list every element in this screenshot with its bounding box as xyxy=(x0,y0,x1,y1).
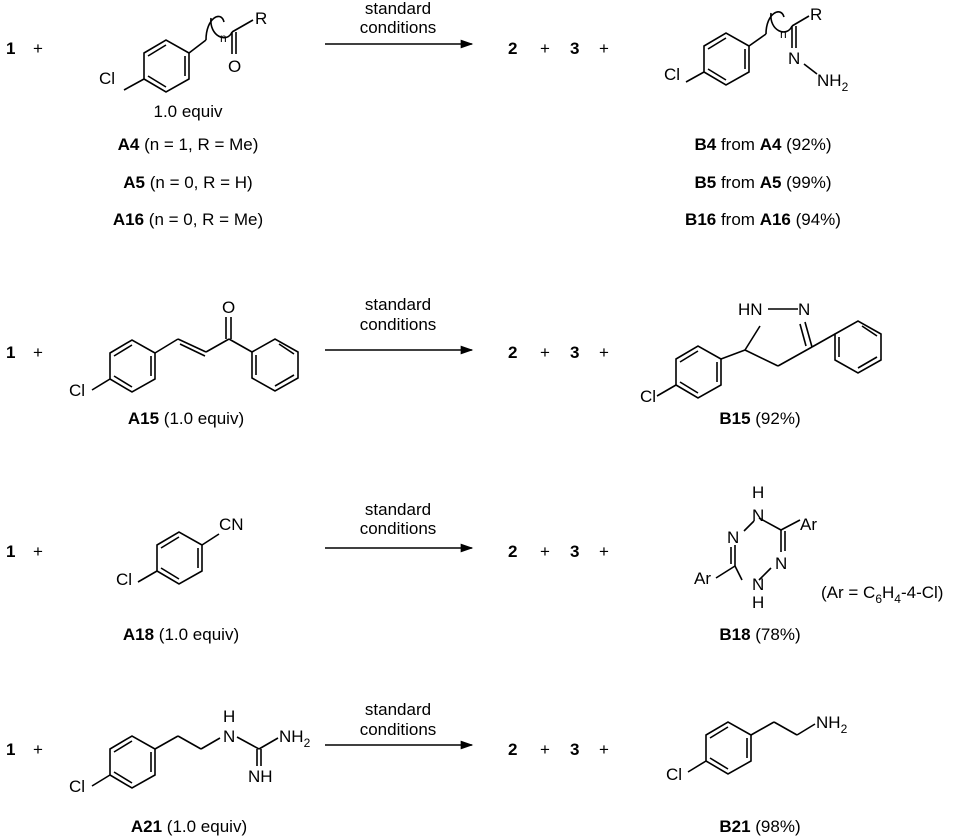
atom-nh2: NH2 xyxy=(279,727,311,750)
plus-sign: + xyxy=(599,343,609,362)
plus-sign: + xyxy=(33,39,43,58)
atom-ar: Ar xyxy=(694,569,711,588)
plus-sign: + xyxy=(33,343,43,362)
atom-cl: Cl xyxy=(116,570,132,589)
scheme-3: 1 + Cl CN A18 (1.0 equiv) standard condi… xyxy=(6,483,943,644)
substrate-variant-a16: A16 (n = 0, R = Me) xyxy=(113,210,263,229)
product-result-b5: B5 from A5 (99%) xyxy=(695,173,832,192)
plus-sign: + xyxy=(599,740,609,759)
plus-sign: + xyxy=(540,343,550,362)
product-hydrazone-structure xyxy=(685,11,818,86)
product-2-label: 2 xyxy=(508,39,517,58)
equiv-label: 1.0 equiv xyxy=(154,102,223,121)
atom-o: O xyxy=(228,57,241,76)
conditions-line-1: standard xyxy=(365,295,431,314)
substrate-variant-a4: A4 (n = 1, R = Me) xyxy=(118,135,259,154)
product-pyrazoline-structure xyxy=(656,308,882,399)
atom-cl: Cl xyxy=(69,381,85,400)
conditions-line-1: standard xyxy=(365,700,431,719)
plus-sign: + xyxy=(540,740,550,759)
conditions-line-2: conditions xyxy=(360,720,437,739)
conditions-line-1: standard xyxy=(365,0,431,18)
substrate-guanidine-structure xyxy=(91,735,279,789)
reagent-1-label: 1 xyxy=(6,343,15,362)
atom-n: N xyxy=(788,49,800,68)
atom-n: N xyxy=(752,506,764,525)
reagent-1-label: 1 xyxy=(6,740,15,759)
plus-sign: + xyxy=(33,740,43,759)
product-3-label: 3 xyxy=(570,740,579,759)
atom-h: H xyxy=(752,593,764,612)
substrate-label-a15: A15 (1.0 equiv) xyxy=(128,409,244,428)
reagent-1-label: 1 xyxy=(6,39,15,58)
scheme-2: 1 + Cl O A15 (1.0 equiv) standard condit… xyxy=(6,295,882,428)
substrate-nitrile-structure xyxy=(137,531,220,585)
atom-n: N xyxy=(223,727,235,746)
product-2-label: 2 xyxy=(508,740,517,759)
conditions-line-2: conditions xyxy=(360,315,437,334)
product-3-label: 3 xyxy=(570,39,579,58)
product-amine-structure xyxy=(687,721,816,775)
product-result-b16: B16 from A16 (94%) xyxy=(685,210,841,229)
atom-h: H xyxy=(752,483,764,502)
conditions-line-2: conditions xyxy=(360,519,437,538)
plus-sign: + xyxy=(540,39,550,58)
atom-nh2: NH2 xyxy=(817,71,849,94)
substrate-aryl-ketone-structure xyxy=(123,15,254,93)
substrate-label-a21: A21 (1.0 equiv) xyxy=(131,817,247,836)
atom-cl: Cl xyxy=(666,765,682,784)
plus-sign: + xyxy=(599,542,609,561)
product-label-b21: B21 (98%) xyxy=(719,817,800,836)
substrate-chalcone-structure xyxy=(91,317,299,393)
product-tetrazine-structure xyxy=(715,517,801,581)
product-2-label: 2 xyxy=(508,542,517,561)
plus-sign: + xyxy=(599,39,609,58)
scheme-4: 1 + Cl H N NH2 NH A21 (1.0 equiv) standa… xyxy=(6,700,848,836)
product-3-label: 3 xyxy=(570,542,579,561)
reagent-1-label: 1 xyxy=(6,542,15,561)
index-n: n xyxy=(780,27,787,41)
product-label-b15: B15 (92%) xyxy=(719,409,800,428)
atom-cl: Cl xyxy=(640,387,656,406)
atom-h: H xyxy=(223,707,235,726)
atom-o: O xyxy=(222,298,235,317)
atom-n: N xyxy=(752,575,764,594)
atom-ar: Ar xyxy=(800,515,817,534)
product-label-b18: B18 (78%) xyxy=(719,625,800,644)
index-n: n xyxy=(220,31,227,45)
atom-hn: HN xyxy=(738,300,763,319)
atom-nh2: NH2 xyxy=(816,713,848,736)
substrate-label-a18: A18 (1.0 equiv) xyxy=(123,625,239,644)
conditions-line-2: conditions xyxy=(360,18,437,37)
product-3-label: 3 xyxy=(570,343,579,362)
atom-nh: NH xyxy=(248,767,273,786)
atom-cl: Cl xyxy=(69,777,85,796)
atom-n: N xyxy=(727,528,739,547)
atom-n: N xyxy=(798,300,810,319)
product-2-label: 2 xyxy=(508,343,517,362)
plus-sign: + xyxy=(540,542,550,561)
atom-cl: Cl xyxy=(664,65,680,84)
substrate-variant-a5: A5 (n = 0, R = H) xyxy=(123,173,252,192)
atom-r: R xyxy=(810,5,822,24)
scheme-1: 1 + Cl O R n 1.0 equiv A4 (n = 1, R = Me… xyxy=(6,0,849,229)
product-result-b4: B4 from A4 (92%) xyxy=(695,135,832,154)
atom-cl: Cl xyxy=(99,69,115,88)
atom-r: R xyxy=(255,9,267,28)
conditions-line-1: standard xyxy=(365,500,431,519)
atom-cn: CN xyxy=(219,515,244,534)
ar-definition-note: (Ar = C6H4-4-Cl) xyxy=(821,583,943,606)
atom-n: N xyxy=(775,554,787,573)
plus-sign: + xyxy=(33,542,43,561)
